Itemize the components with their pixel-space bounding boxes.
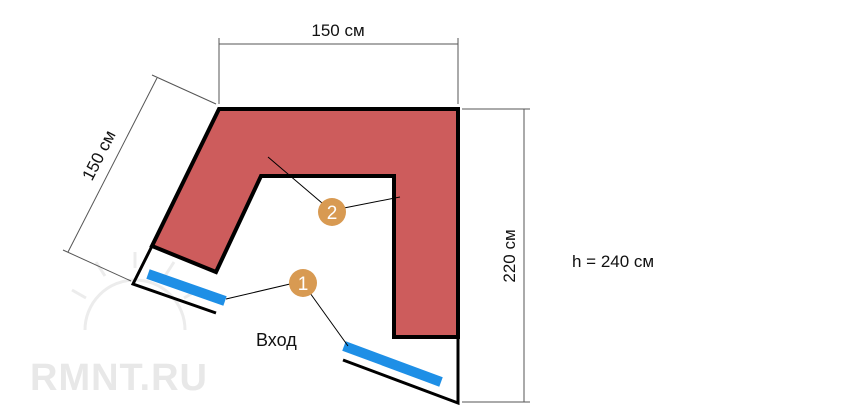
room-right-wall	[342, 336, 460, 406]
left-dimension-line	[67, 77, 158, 253]
marker-2: 2	[318, 198, 346, 226]
room-height-label: h = 240 см	[572, 252, 654, 271]
mirror-right	[342, 341, 443, 387]
top-dimension-label: 150 см	[311, 21, 364, 40]
watermark-sun-icon	[71, 252, 199, 331]
left-dimension-label: 150 см	[79, 127, 120, 183]
room-outline	[130, 245, 460, 406]
shelving-unit	[149, 107, 460, 339]
dimension-lines	[62, 38, 530, 403]
watermark: RMNT.RU	[30, 252, 208, 399]
mirror-left	[146, 269, 227, 306]
entrance-label: Вход	[256, 330, 297, 350]
marker-2-label: 2	[327, 203, 338, 224]
leader-lines	[225, 156, 401, 347]
watermark-text: RMNT.RU	[30, 357, 208, 399]
right-dimension-label: 220 см	[500, 229, 519, 282]
marker-1-label: 1	[298, 274, 309, 295]
marker-1: 1	[289, 269, 317, 297]
room-left-wall	[130, 245, 217, 315]
